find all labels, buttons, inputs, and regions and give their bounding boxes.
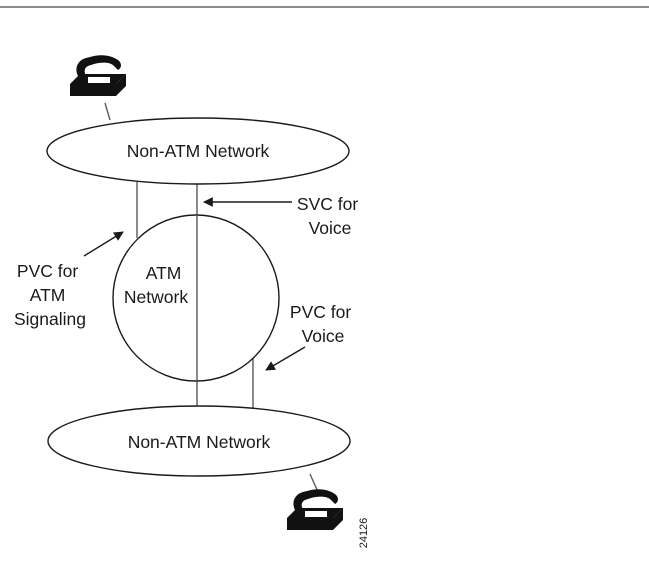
telephone-icon <box>70 55 126 96</box>
atm-network-label: ATM Network <box>124 263 188 307</box>
svc-voice-label: SVC for Voice <box>297 194 363 238</box>
bottom-network-ellipse <box>47 405 351 477</box>
pvc-voice-label: PVC for Voice <box>290 302 356 346</box>
pvc-voice-arrow <box>265 346 306 371</box>
top-network-label: Non-ATM Network <box>127 141 270 161</box>
bottom-network-label: Non-ATM Network <box>128 432 271 452</box>
pvc-signaling-arrow <box>83 231 124 257</box>
top-phone-cord <box>104 102 111 121</box>
figure-number: 24126 <box>358 518 370 549</box>
top-network-ellipse <box>46 117 350 185</box>
atm-network-circle <box>112 214 280 382</box>
pvc-signaling-label: PVC for ATM Signaling <box>14 261 86 329</box>
bottom-phone-cord <box>309 473 319 493</box>
telephone-icon <box>287 489 343 530</box>
